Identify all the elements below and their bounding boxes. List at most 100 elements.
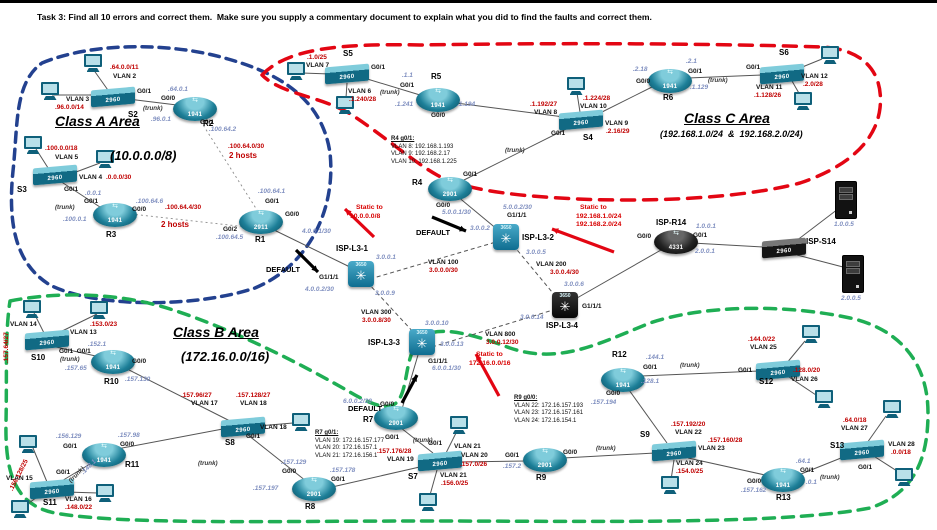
- arrow-head-icon: [345, 209, 352, 216]
- label-5-0-0-1-30: 5.0.0.1/30: [442, 209, 471, 216]
- router-arrows-icon: ⇆: [542, 448, 548, 455]
- label-class-b-area: Class B Area: [173, 324, 259, 340]
- link-line: [369, 241, 497, 280]
- pc-base-icon: [98, 164, 112, 168]
- device-pc-c-v11[interactable]: [793, 92, 813, 110]
- device-isp-l3-3[interactable]: 3650✳: [409, 329, 435, 355]
- label-vlan-17: VLAN 17: [191, 400, 218, 407]
- label-3-0-0-12-30: 3.0.0.12/30: [486, 339, 519, 346]
- device-r6[interactable]: ⇆1941: [648, 69, 692, 93]
- link-line: [800, 455, 847, 475]
- label-1-194: .1.194: [457, 101, 476, 108]
- device-pc-b-v25[interactable]: [801, 325, 821, 343]
- device-pc-c-v7[interactable]: [286, 62, 306, 80]
- device-r12[interactable]: ⇆1941: [601, 368, 645, 392]
- router-arrows-icon: ⇆: [311, 477, 317, 484]
- device-pc-a-v4[interactable]: [95, 150, 115, 168]
- device-pc-a-v5[interactable]: [23, 136, 43, 154]
- pc-screen-icon: [821, 46, 839, 59]
- label-isp-l3-1: ISP-L3-1: [336, 244, 369, 253]
- label-2-0-0-5: 2.0.0.5: [841, 295, 861, 302]
- device-r8[interactable]: ⇆2901: [292, 477, 336, 501]
- device-pc-b-v26[interactable]: [814, 390, 834, 408]
- label-g0-0: G0/0: [120, 441, 135, 448]
- label-157-178: .157.178: [330, 467, 356, 474]
- device-isp-l3-4[interactable]: 3650✳: [552, 292, 578, 318]
- label-vlan-8: VLAN 8: [534, 109, 558, 116]
- link-line: [796, 254, 844, 268]
- label-10-0-0-0-8: (10.0.0.0/8): [110, 148, 177, 163]
- device-r4[interactable]: ⇆2901: [428, 177, 472, 201]
- label-157-130: .157.130: [125, 376, 151, 383]
- device-pc-b-v15[interactable]: [18, 435, 38, 453]
- link-line: [456, 195, 499, 231]
- device-r1[interactable]: ⇆2911: [239, 210, 283, 234]
- device-r2[interactable]: ⇆1941: [173, 97, 217, 121]
- label-vlan-200: VLAN 200: [536, 261, 567, 268]
- device-pc-b-v14[interactable]: [22, 300, 42, 318]
- device-pc-b-v18[interactable]: [291, 413, 311, 431]
- label-157-194: .157.194: [591, 399, 617, 406]
- label-g0-1: G0/1: [56, 469, 71, 476]
- device-pc-b-v13[interactable]: [89, 301, 109, 319]
- device-r9[interactable]: ⇆2901: [523, 448, 567, 472]
- device-pc-a-v2[interactable]: [83, 54, 103, 72]
- device-pc-a-v3[interactable]: [40, 82, 60, 100]
- link-line: [562, 452, 656, 459]
- device-r11[interactable]: ⇆1941: [82, 443, 126, 467]
- label-g0-1: G0/1: [246, 433, 261, 440]
- link-line: [576, 249, 662, 299]
- device-isp-r14[interactable]: ⇆4331: [654, 230, 698, 254]
- link-line: [457, 126, 571, 184]
- device-pc-b-v21b[interactable]: [418, 493, 438, 511]
- label-isp-l3-4: ISP-L3-4: [546, 321, 579, 330]
- label-vlan-25: VLAN 25: [750, 344, 777, 351]
- label-default: DEFAULT: [266, 265, 301, 274]
- link-line: [431, 309, 554, 348]
- label-g0-0: G0/0: [747, 478, 762, 485]
- label-static-to: Static to: [580, 204, 607, 211]
- label-6-0-0-2-30: 6.0.0.2/30: [343, 398, 372, 405]
- device-pc-b-v16[interactable]: [95, 484, 115, 502]
- device-pc-b-v28[interactable]: [894, 468, 914, 486]
- device-r10[interactable]: ⇆1941: [91, 350, 135, 374]
- label-3-0-0-1: 3.0.0.1: [376, 254, 396, 261]
- link-line: [628, 389, 668, 444]
- device-server-1[interactable]: [835, 181, 857, 219]
- device-pc-c-v6[interactable]: [335, 96, 355, 114]
- label-r9: R9: [536, 473, 547, 482]
- task-title: Task 3: Find all 10 errors and correct t…: [37, 12, 652, 22]
- device-r5[interactable]: ⇆1941: [416, 88, 460, 112]
- device-r13[interactable]: ⇆1941: [761, 468, 805, 492]
- label-g0-1: G0/1: [693, 232, 708, 239]
- arrow-head-icon: [411, 375, 417, 382]
- device-pc-b-v27[interactable]: [882, 400, 902, 418]
- device-pc-b-v21a[interactable]: [449, 416, 469, 434]
- label-s5: S5: [343, 49, 353, 58]
- device-server-2[interactable]: [842, 255, 864, 293]
- device-pc-b-2[interactable]: [10, 500, 30, 518]
- device-pc-b-v24[interactable]: [660, 476, 680, 494]
- link-line: [331, 465, 425, 488]
- label-r12: R12: [612, 350, 627, 359]
- label-96-0-1: .96.0.1: [151, 116, 171, 123]
- label-2-16-29: .2.16/29: [606, 128, 630, 135]
- device-isp-l3-1[interactable]: 3650✳: [348, 261, 374, 287]
- label-vlan-3: VLAN 3: [66, 96, 90, 103]
- label-1-192-27: .1.192/27: [530, 101, 558, 108]
- device-pc-c-v10[interactable]: [566, 77, 586, 95]
- label-2-0-28: .2.0/28: [803, 81, 823, 88]
- annotation-line: VLAN 24: 172.16.154.1: [514, 417, 577, 424]
- label-64-0-1: .64.0.1: [168, 86, 188, 93]
- device-pc-c-v12[interactable]: [820, 46, 840, 64]
- device-r7[interactable]: ⇆2901: [374, 406, 418, 430]
- device-isp-l3-2[interactable]: 3650✳: [493, 224, 519, 250]
- label-192-168-2-0-24: 192.168.2.0/24: [576, 221, 622, 228]
- pc-base-icon: [294, 427, 308, 431]
- pc-base-icon: [817, 404, 831, 408]
- label-3-0-0-10: 3.0.0.10: [425, 320, 449, 327]
- pc-base-icon: [897, 482, 911, 486]
- label-class-c-area: Class C Area: [684, 110, 770, 126]
- device-r3[interactable]: ⇆1941: [93, 203, 137, 227]
